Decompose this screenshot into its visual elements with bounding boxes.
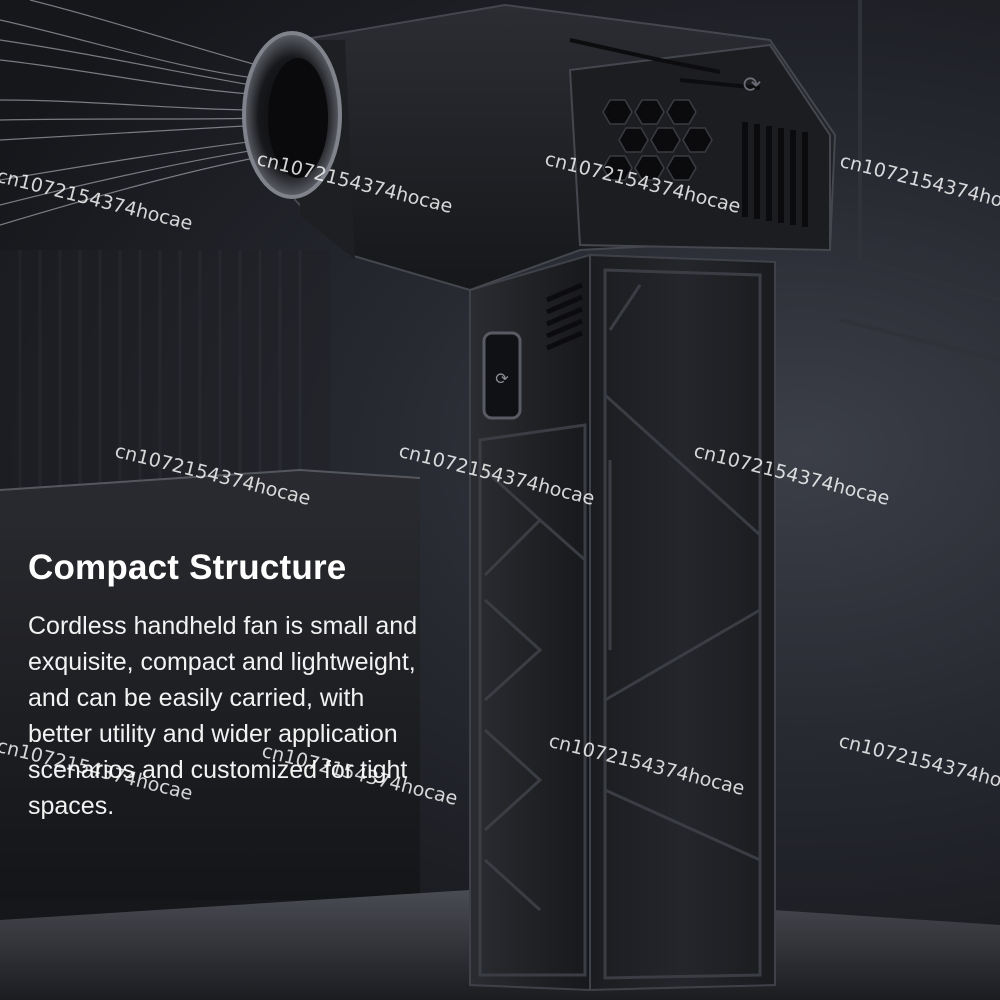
background-grille bbox=[0, 250, 330, 490]
airflow-lines bbox=[0, 0, 276, 226]
feature-copy: Compact Structure Cordless handheld fan … bbox=[28, 548, 428, 824]
honeycomb-vents bbox=[602, 99, 713, 181]
fan-nozzle bbox=[242, 31, 355, 260]
background-panel-lines bbox=[839, 0, 1000, 362]
feature-headline: Compact Structure bbox=[28, 548, 347, 587]
handle-front bbox=[589, 253, 776, 992]
pedestal-edge bbox=[0, 468, 421, 491]
feature-description: Cordless handheld fan is small and exqui… bbox=[28, 612, 418, 820]
side-vents bbox=[546, 282, 583, 351]
pedestal-block bbox=[0, 470, 420, 900]
handle-side-pattern bbox=[478, 423, 587, 977]
head-top-grooves bbox=[569, 38, 761, 90]
power-button: ⟳ bbox=[482, 331, 522, 420]
handle-front-pattern bbox=[603, 268, 762, 980]
power-button-logo-icon: ⟳ bbox=[495, 369, 509, 388]
brand-logo-icon: ⟳ bbox=[743, 73, 761, 98]
head-slot-vents bbox=[742, 122, 808, 227]
